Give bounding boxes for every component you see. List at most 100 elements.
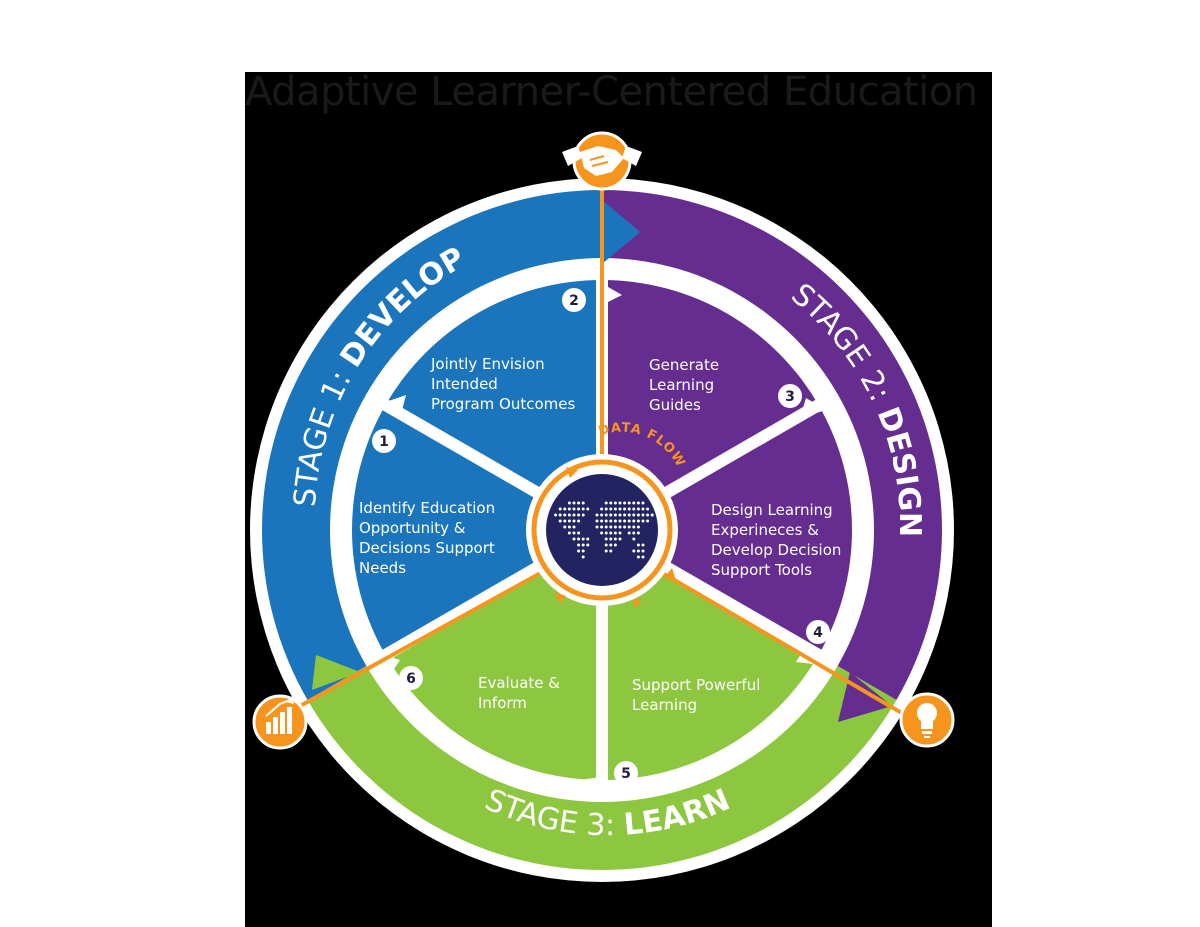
map-dot xyxy=(604,543,608,547)
map-dot xyxy=(558,507,562,511)
svg-text:4: 4 xyxy=(813,625,823,641)
step-badge-1: 1 xyxy=(372,429,396,453)
map-dot xyxy=(604,531,608,535)
map-dot xyxy=(577,507,581,511)
map-dot xyxy=(554,513,558,517)
map-dot xyxy=(623,525,627,529)
stage-arrow-learn xyxy=(312,655,360,690)
map-dot xyxy=(558,519,562,523)
map-dot xyxy=(567,519,571,523)
map-dot xyxy=(600,513,604,517)
map-dot xyxy=(632,549,636,553)
map-dot xyxy=(613,501,617,505)
map-dot xyxy=(618,525,622,529)
step-badge-5: 5 xyxy=(614,761,638,785)
segment-step-2 xyxy=(385,280,602,530)
map-dot xyxy=(636,525,640,529)
map-dot xyxy=(613,525,617,529)
map-dot xyxy=(581,513,585,517)
segment-step-5 xyxy=(602,530,819,780)
map-dot xyxy=(627,501,631,505)
map-dot xyxy=(577,549,581,553)
map-dot xyxy=(613,507,617,511)
map-dot xyxy=(604,537,608,541)
map-dot xyxy=(613,543,617,547)
map-dot xyxy=(632,525,636,529)
map-dot xyxy=(604,501,608,505)
map-dot xyxy=(613,531,617,535)
map-dot xyxy=(641,519,645,523)
step-5-text: Support Powerful Learning xyxy=(632,676,765,714)
map-dot xyxy=(641,507,645,511)
map-dot xyxy=(618,507,622,511)
map-dot xyxy=(613,513,617,517)
map-dot xyxy=(618,519,622,523)
map-dot xyxy=(636,519,640,523)
map-dot xyxy=(623,501,627,505)
map-dot xyxy=(636,549,640,553)
map-dot xyxy=(600,519,604,523)
map-dot xyxy=(577,537,581,541)
svg-text:6: 6 xyxy=(406,671,416,687)
map-dot xyxy=(572,525,576,529)
map-dot xyxy=(563,525,567,529)
map-dot xyxy=(636,513,640,517)
step-badge-2: 2 xyxy=(562,288,586,312)
segment-step-6 xyxy=(385,530,602,781)
map-dot xyxy=(581,507,585,511)
map-dot xyxy=(567,531,571,535)
map-dot xyxy=(567,513,571,517)
map-dot xyxy=(572,537,576,541)
map-dot xyxy=(609,507,613,511)
map-dot xyxy=(567,525,571,529)
map-dot xyxy=(563,513,567,517)
map-dot xyxy=(563,519,567,523)
map-dot xyxy=(627,513,631,517)
map-dot xyxy=(609,543,613,547)
map-dot xyxy=(641,501,645,505)
map-dot xyxy=(577,543,581,547)
handshake-icon xyxy=(562,131,642,191)
segment-step-3 xyxy=(602,280,819,530)
map-dot xyxy=(627,507,631,511)
map-dot xyxy=(609,501,613,505)
map-dot xyxy=(577,519,581,523)
map-dot xyxy=(577,531,581,535)
map-dot xyxy=(600,525,604,529)
world-map-icon xyxy=(546,474,658,586)
segment-step-4 xyxy=(602,405,852,655)
map-dot xyxy=(618,537,622,541)
map-dot xyxy=(609,525,613,529)
map-dot xyxy=(636,543,640,547)
map-dot xyxy=(572,531,576,535)
step-4-text: Design Learning Experineces & Develop De… xyxy=(711,501,846,579)
map-dot xyxy=(632,507,636,511)
map-dot xyxy=(609,513,613,517)
map-dot xyxy=(632,519,636,523)
map-dot xyxy=(618,501,622,505)
map-dot xyxy=(646,513,650,517)
step-badge-4: 4 xyxy=(806,620,830,644)
stage-band-develop xyxy=(262,190,602,700)
map-dot xyxy=(604,519,608,523)
map-dot xyxy=(618,531,622,535)
map-dot xyxy=(604,549,608,553)
accent-lines xyxy=(280,180,902,718)
map-dot xyxy=(636,531,640,535)
map-dot xyxy=(595,519,599,523)
map-dot xyxy=(572,507,576,511)
map-dot xyxy=(563,507,567,511)
map-dot xyxy=(650,513,654,517)
map-dot xyxy=(609,519,613,523)
map-dot xyxy=(572,501,576,505)
map-dot xyxy=(558,513,562,517)
map-dot xyxy=(609,537,613,541)
step-badge-3: 3 xyxy=(778,384,802,408)
map-dot xyxy=(632,531,636,535)
map-dot xyxy=(627,531,631,535)
map-dot xyxy=(609,531,613,535)
map-dot xyxy=(604,525,608,529)
map-dot xyxy=(613,537,617,541)
svg-text:2: 2 xyxy=(569,293,579,309)
